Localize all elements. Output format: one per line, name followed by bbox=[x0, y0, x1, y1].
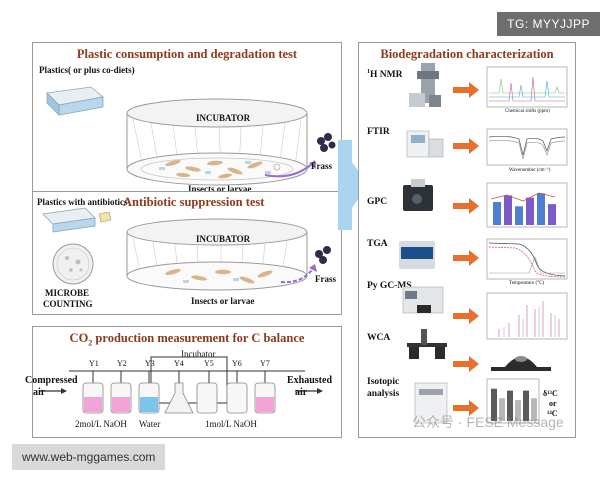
iso-bar bbox=[507, 390, 513, 421]
technique-ftir: FTIR bbox=[367, 127, 390, 137]
bottle-label: Y7 bbox=[260, 359, 270, 368]
plastics-label: Plastics( or plus co-diets) bbox=[39, 65, 135, 75]
bottle-label: Y5 bbox=[204, 359, 214, 368]
microbe-label: MICROBE bbox=[45, 288, 90, 298]
bottle-label: Y2 bbox=[117, 359, 127, 368]
panel-title: CO2 production measurement for C balance bbox=[69, 331, 305, 348]
technique-gpc: GPC bbox=[367, 197, 388, 207]
iso-bar bbox=[491, 388, 497, 421]
incubator-label: INCUBATOR bbox=[196, 113, 251, 123]
iso-bar bbox=[515, 400, 521, 421]
technique-isotopic: Isotopic bbox=[367, 377, 400, 387]
counting-label: COUNTING bbox=[43, 299, 93, 309]
gpc-bar bbox=[548, 204, 556, 225]
iso-bar bbox=[531, 398, 537, 421]
tga-axis-label: Temperature (°C) bbox=[509, 281, 545, 286]
technique-isotopic-line2: analysis bbox=[367, 389, 400, 399]
exhausted-air-label: Exhausted bbox=[287, 375, 333, 386]
frass-label: Frass bbox=[311, 161, 332, 171]
plastic-scene-1 bbox=[46, 86, 336, 186]
panel-plastic-consumption: Plastic consumption and degradation test… bbox=[32, 42, 342, 198]
panel-title: Biodegradation characterization bbox=[380, 47, 554, 61]
compressed-air-label: Compressed bbox=[25, 375, 78, 386]
watermark-bottom: www.web-mggames.com bbox=[12, 444, 166, 470]
antibiotic-scene bbox=[42, 207, 331, 291]
gpc-bar bbox=[504, 195, 512, 225]
technique-tga: TGA bbox=[367, 239, 388, 249]
incubator-label: Incubator bbox=[181, 349, 216, 359]
watermark-overlay: 公众号 · FESE Message bbox=[412, 414, 564, 430]
ftir-axis-label: Wavenumber (cm⁻¹) bbox=[509, 168, 551, 173]
technique-pygcms: Py GC-MS bbox=[367, 281, 412, 291]
frass-label: Frass bbox=[315, 274, 336, 284]
panel-co2: CO2 production measurement for C balance… bbox=[25, 326, 342, 438]
insects-label: Insects or larvae bbox=[188, 184, 252, 194]
plastics-antibiotics-label: Plastics with antibiotics bbox=[37, 197, 128, 207]
insects-label: Insects or larvae bbox=[191, 296, 255, 306]
co2-apparatus bbox=[39, 356, 323, 414]
iso-bar bbox=[499, 398, 505, 421]
panel-antibiotic: Antibiotic suppression test Plastics wit… bbox=[32, 191, 342, 315]
naoh-left-label: 2mol/L NaOH bbox=[75, 419, 127, 429]
gpc-bar bbox=[493, 201, 501, 225]
gpc-bar bbox=[526, 197, 534, 225]
bottle-label: Y6 bbox=[232, 359, 242, 368]
iso-bar bbox=[523, 390, 529, 421]
bio-instruments bbox=[399, 63, 568, 424]
panel-biodegradation: Biodegradation characterization 1H NMR F… bbox=[358, 42, 576, 438]
naoh-right-label: 1mol/L NaOH bbox=[205, 419, 257, 429]
technique-nmr: 1H NMR bbox=[367, 69, 403, 81]
bottle-label: Y1 bbox=[89, 359, 99, 368]
panel-title: Plastic consumption and degradation test bbox=[76, 47, 298, 61]
bottle-label: Y3 bbox=[145, 359, 155, 368]
incubator-label: INCUBATOR bbox=[196, 234, 251, 244]
gpc-bar bbox=[537, 193, 545, 225]
gpc-bars bbox=[493, 193, 556, 225]
watermark-top: TG: MYYJJPP bbox=[497, 12, 600, 36]
technique-wca: WCA bbox=[367, 333, 391, 343]
iso-label-2: or bbox=[549, 399, 557, 408]
water-label: Water bbox=[139, 419, 161, 429]
iso-label-1: δ¹³C bbox=[543, 389, 558, 398]
iso-bars bbox=[491, 388, 537, 421]
iso-label-3: ¹⁴C bbox=[547, 409, 558, 418]
panel-title: Antibiotic suppression test bbox=[123, 195, 265, 209]
gpc-bar bbox=[515, 206, 523, 225]
compressed-air-label-2: air bbox=[33, 387, 46, 398]
bottle-label: Y4 bbox=[174, 359, 184, 368]
nmr-axis-label: Chemical shifts (ppm) bbox=[505, 109, 550, 114]
exhausted-air-label-2: air bbox=[295, 387, 308, 398]
